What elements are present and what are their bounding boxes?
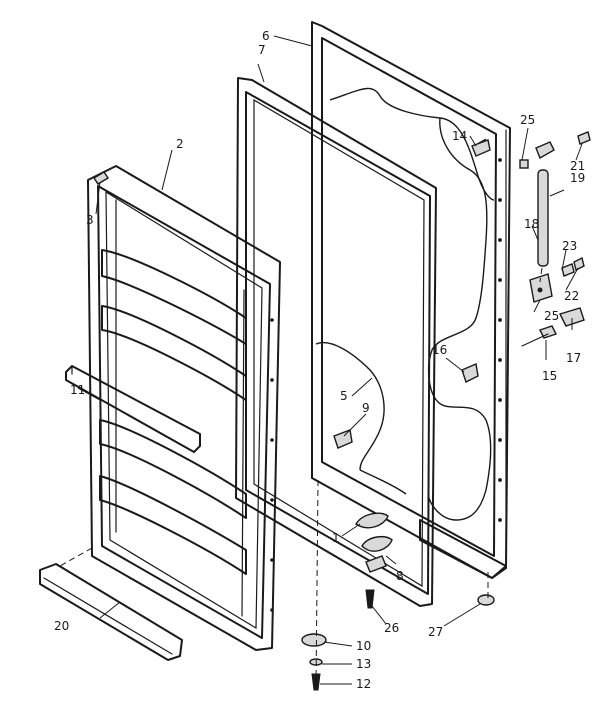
door-panel (87, 165, 281, 651)
callout-16: 16 (432, 343, 447, 357)
callout-25-lower: 25 (544, 309, 559, 323)
assembly-center-lines (59, 267, 543, 691)
callout-23: 23 (562, 239, 577, 253)
callout-22: 22 (564, 289, 579, 303)
heater-wire (315, 87, 495, 521)
bottom-trim-strip (39, 563, 183, 661)
upper-hinge-parts (473, 131, 591, 347)
callout-17: 17 (566, 351, 581, 365)
inner-small-parts (333, 139, 491, 449)
callout-3: 3 (86, 213, 94, 227)
callout-20: 20 (54, 619, 69, 633)
callout-14: 14 (452, 129, 467, 143)
callout-5: 5 (340, 389, 348, 403)
callout-27: 27 (428, 625, 443, 639)
callout-18: 18 (524, 217, 539, 231)
cabinet-frame (311, 21, 511, 579)
callout-9: 9 (362, 401, 370, 415)
callout-6: 6 (262, 29, 270, 43)
callout-1: 1 (332, 531, 340, 545)
door-gasket (235, 77, 437, 607)
callout-19: 19 (570, 171, 585, 185)
door-shelf-rail (65, 365, 201, 453)
callout-7: 7 (258, 43, 266, 57)
callout-12: 12 (356, 677, 371, 691)
callout-10: 10 (356, 639, 371, 653)
callout-25-upper: 25 (520, 113, 535, 127)
callout-11: 11 (70, 383, 85, 397)
leveling-foot (477, 594, 495, 606)
callout-26: 26 (384, 621, 399, 635)
callout-21: 21 (570, 159, 585, 173)
leader-lines (77, 35, 583, 685)
clip-part-3 (93, 171, 109, 185)
callout-labels: 2 3 11 20 7 6 14 25 21 19 18 23 22 25 17… (54, 29, 585, 691)
screws-and-washers (301, 589, 375, 691)
callout-13: 13 (356, 657, 371, 671)
callout-15: 15 (542, 369, 557, 383)
hinge-holes (498, 158, 502, 522)
callout-8: 8 (396, 569, 404, 583)
callout-2: 2 (176, 137, 184, 151)
lower-hinge-parts (355, 512, 393, 573)
